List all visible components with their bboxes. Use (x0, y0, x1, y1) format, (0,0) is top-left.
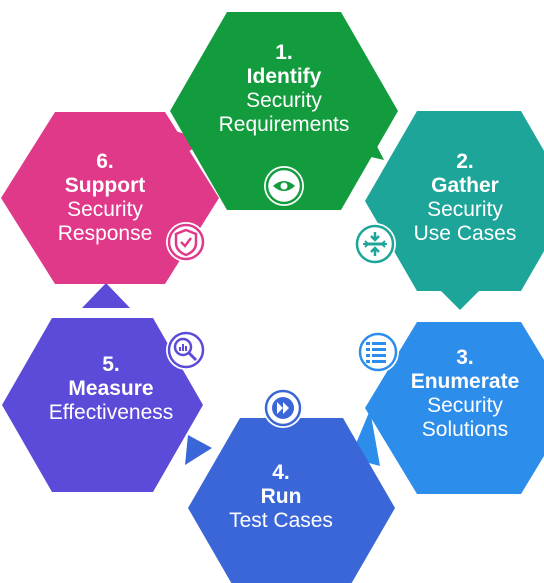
step-5-hexagon (2, 318, 203, 492)
step-3-number: 3. (456, 346, 474, 369)
step-4-label: 4. Run Test Cases (216, 461, 346, 533)
step-6-title: Support (64, 174, 146, 197)
step-4-title: Run (260, 485, 302, 508)
step-5-line-1: Effectiveness (48, 401, 174, 424)
step-1-title: Identify (246, 65, 322, 88)
step-4-line-1: Test Cases (229, 509, 333, 532)
step-1-hexagon (170, 12, 398, 210)
step-6-number: 6. (96, 150, 114, 173)
step-5-title: Measure (68, 377, 154, 400)
step-3-line-2: Solutions (421, 418, 509, 441)
step-2-label: 2. Gather Security Use Cases (405, 150, 525, 246)
step-6-hexagon (1, 112, 219, 284)
magnify-chart-icon (166, 330, 206, 370)
fast-forward-icon (263, 388, 303, 428)
step-2-line-1: Security (427, 198, 503, 221)
step-6-label: 6. Support Security Response (45, 150, 165, 246)
step-3-title: Enumerate (410, 370, 520, 393)
arrow-2-to-3 (436, 286, 484, 310)
step-1-number: 1. (275, 41, 293, 64)
step-1-line-2: Requirements (218, 113, 350, 136)
step-2-title: Gather (431, 174, 499, 197)
step-4-hexagon (188, 418, 395, 583)
step-3-line-1: Security (427, 394, 503, 417)
step-3-hexagon (365, 322, 544, 494)
step-2-number: 2. (456, 150, 474, 173)
step-2-line-2: Use Cases (413, 222, 517, 245)
shield-check-icon (166, 222, 206, 262)
step-1-label: 1. Identify Security Requirements (214, 41, 354, 137)
step-3-label: 3. Enumerate Security Solutions (395, 346, 535, 442)
step-5-number: 5. (102, 353, 120, 376)
arrow-4-to-5 (185, 435, 212, 465)
collapse-arrows-icon (354, 223, 396, 265)
step-5-label: 5. Measure Effectiveness (36, 353, 186, 425)
eye-icon (264, 166, 304, 206)
step-1-line-1: Security (246, 89, 322, 112)
step-6-line-2: Response (57, 222, 153, 245)
step-2-hexagon (365, 111, 544, 291)
step-6-line-1: Security (67, 198, 143, 221)
arrow-5-to-6 (82, 283, 130, 308)
step-4-number: 4. (272, 461, 290, 484)
numbered-list-icon (357, 331, 399, 373)
